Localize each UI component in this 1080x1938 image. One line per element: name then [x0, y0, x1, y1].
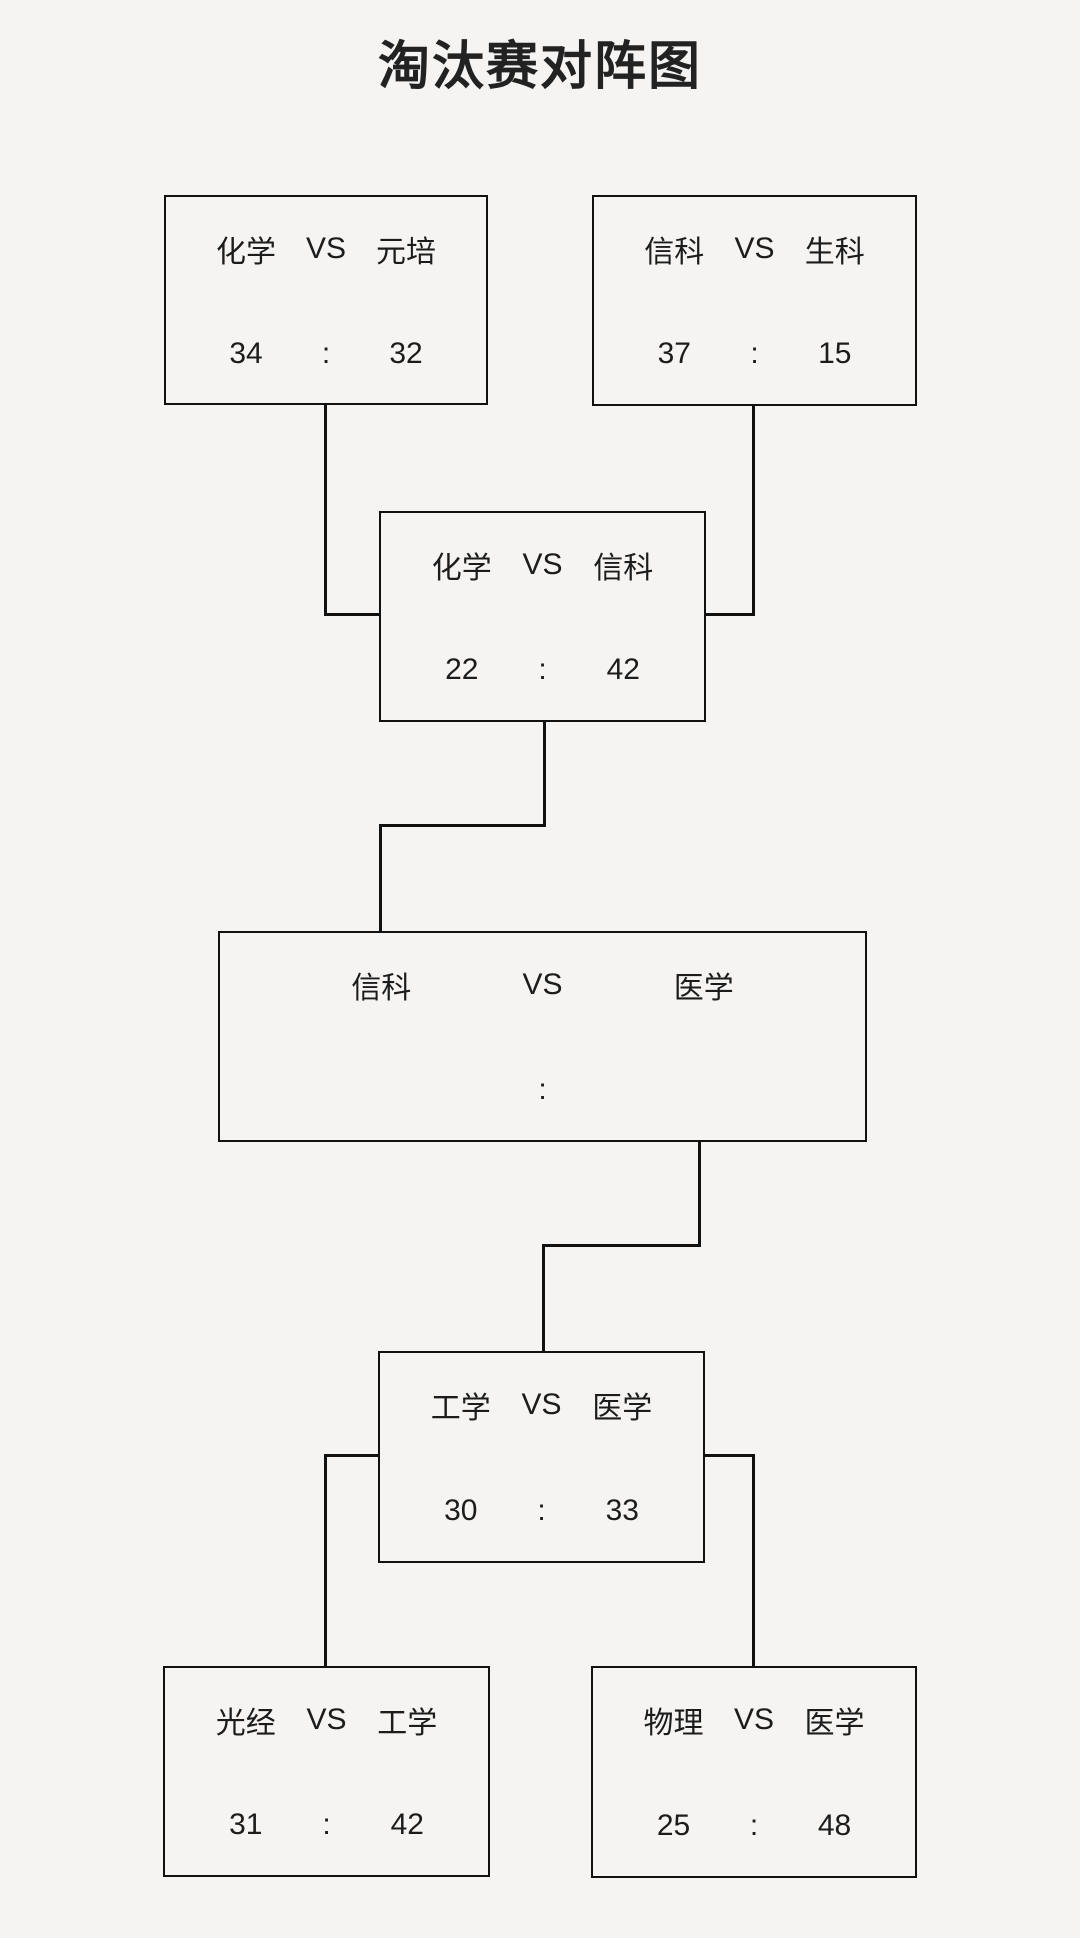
team1-score: 34	[229, 336, 263, 370]
team2-score: 32	[389, 336, 423, 370]
team1-name: 化学	[431, 551, 492, 585]
vs-label: VS	[733, 1703, 775, 1736]
match-box-final: 信科 VS 医学 :	[218, 931, 867, 1142]
team2-score: 15	[818, 337, 852, 371]
vs-label: VS	[522, 547, 563, 581]
match-box-round1-bottom-right: 物理 VS 医学 25 : 48	[591, 1666, 917, 1878]
vs-label: VS	[306, 1702, 347, 1736]
score-separator: :	[538, 653, 547, 687]
connector-semifinal-to-final-across	[379, 824, 546, 827]
team1-name: 光经	[215, 1706, 276, 1740]
score-separator: :	[322, 1808, 331, 1842]
team1-name: 信科	[644, 235, 705, 269]
score-separator: :	[537, 1494, 546, 1528]
connector-round1-right-horizontal	[704, 613, 755, 616]
team2-name: 工学	[377, 1706, 438, 1740]
connector-lower-right-horizontal	[703, 1454, 755, 1457]
team2-name: 信科	[593, 551, 654, 585]
match-box-round1-bottom-left: 光经 VS 工学 31 : 42	[163, 1666, 490, 1877]
team2-name: 医学	[592, 1392, 653, 1425]
match-box-semifinal-bottom: 工学 VS 医学 30 : 33	[378, 1351, 705, 1563]
vs-label: VS	[521, 1388, 562, 1421]
team2-score: 42	[390, 1808, 424, 1842]
connector-final-to-lower-entry	[542, 1244, 545, 1351]
team1-score: 37	[657, 337, 691, 371]
team2-score: 42	[606, 653, 640, 687]
team1-score: 31	[229, 1808, 263, 1842]
team2-name: 医学	[673, 971, 734, 1005]
score-separator: :	[538, 1073, 547, 1107]
connector-lower-left-vertical	[324, 1454, 327, 1666]
team2-name: 元培	[376, 235, 436, 269]
team1-name: 物理	[643, 1707, 704, 1740]
vs-label: VS	[305, 231, 347, 265]
team2-score: 33	[605, 1494, 639, 1528]
connector-round1-right-vertical	[752, 404, 755, 616]
team2-score: 48	[817, 1809, 852, 1843]
connector-lower-left-horizontal	[324, 1454, 380, 1457]
connector-final-to-lower-drop	[698, 1142, 701, 1247]
vs-label: VS	[522, 967, 563, 1001]
connector-lower-right-vertical	[752, 1454, 755, 1666]
team1-name: 化学	[216, 235, 276, 269]
vs-label: VS	[734, 231, 775, 265]
team1-score: 22	[445, 653, 479, 687]
team1-score: 30	[444, 1494, 478, 1528]
connector-round1-left-horizontal	[324, 613, 381, 616]
team1-name: 信科	[351, 971, 412, 1005]
match-box-round1-left: 化学 VS 元培 34 : 32	[164, 195, 488, 405]
team1-name: 工学	[430, 1392, 491, 1425]
match-box-round1-right: 信科 VS 生科 37 : 15	[592, 195, 917, 406]
connector-semifinal-to-final-entry	[379, 824, 382, 931]
score-separator: :	[750, 337, 759, 371]
page-title: 淘汰赛对阵图	[377, 38, 702, 96]
score-separator: :	[321, 336, 331, 370]
connector-round1-left-vertical	[324, 404, 327, 616]
connector-final-to-lower-across	[542, 1244, 701, 1247]
team1-score: 25	[656, 1809, 691, 1843]
team2-name: 医学	[804, 1707, 865, 1740]
connector-semifinal-to-final-drop	[543, 722, 546, 827]
match-box-semifinal-top: 化学 VS 信科 22 : 42	[379, 511, 706, 722]
team2-name: 生科	[804, 235, 865, 269]
score-separator: :	[749, 1809, 759, 1843]
